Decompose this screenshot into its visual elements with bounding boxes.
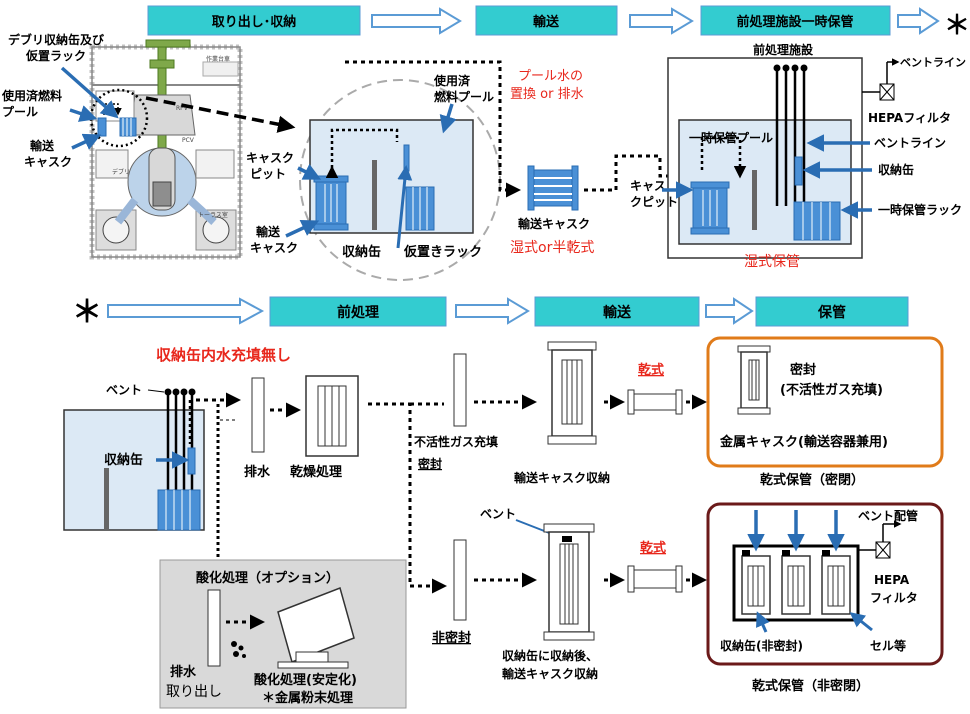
asterisk-bottom: ＊ bbox=[72, 295, 102, 330]
stage-box-transport-bottom bbox=[534, 296, 700, 327]
label-oxidation: 酸化処理（オプション） bbox=[196, 570, 339, 586]
label-facility-cask-pit: キャスクピット bbox=[630, 179, 678, 209]
label-canister-then-cask: 収納缶に収納後、輸送キャスク収納 bbox=[502, 648, 598, 681]
label-pool-transport-cask: 輸送キャスク bbox=[250, 224, 298, 255]
label-cell: セル等 bbox=[870, 638, 906, 653]
label-dry-1: 乾式 bbox=[638, 362, 664, 378]
label-canister-bottom: 収納缶 bbox=[104, 452, 143, 468]
label-pool-water: プール水の置換 or 排水 bbox=[510, 69, 584, 102]
stage-label-transport: 輸送 bbox=[533, 14, 560, 30]
stage-label-extraction: 取り出し･収納 bbox=[212, 14, 297, 30]
inert-plate bbox=[453, 353, 467, 427]
unsealed-plate bbox=[453, 539, 467, 621]
reactor-tag-rpv: RPV bbox=[176, 105, 189, 112]
label-sealed-title: 密封(不活性ガス充填) bbox=[780, 362, 883, 398]
label-facility-title: 前処理施設 bbox=[753, 42, 814, 57]
stage-box-facility bbox=[700, 5, 891, 36]
stage-label-storage: 保管 bbox=[817, 304, 846, 321]
label-transport-cask-left: 輸送キャスク bbox=[24, 138, 72, 169]
stage-arrow-2 bbox=[629, 7, 694, 35]
label-pool-canister: 収納缶 bbox=[342, 244, 381, 260]
dry-cask-1 bbox=[627, 389, 683, 415]
label-dry-process: 乾燥処理 bbox=[290, 464, 342, 480]
pretreatment-facility bbox=[667, 57, 900, 259]
label-vent-bottom: ベント bbox=[106, 383, 142, 397]
label-pool-spent-fuel: 使用済燃料プール bbox=[433, 73, 494, 104]
label-vent-piping: ベント配管 bbox=[858, 508, 918, 523]
label-wet-semi-dry: 湿式or半乾式 bbox=[510, 240, 594, 256]
label-inert-gas: 不活性ガス充填 bbox=[414, 434, 498, 449]
sealed-storage-box bbox=[706, 336, 944, 468]
stage-arrow-3 bbox=[897, 7, 940, 35]
stage-label-facility: 前処理施設一時保管 bbox=[736, 14, 853, 30]
reactor-tag-pcv: PCV bbox=[182, 137, 195, 144]
label-dry-storage-sealed: 乾式保管（密閉） bbox=[760, 472, 864, 488]
label-cask-storage: 輸送キャスク収納 bbox=[514, 470, 610, 485]
stage-arrow-1 bbox=[371, 7, 462, 35]
label-vent-2: ベント bbox=[480, 507, 516, 521]
label-no-water: 収納缶内水充填無し bbox=[156, 346, 291, 364]
label-facility-canister: 収納缶 bbox=[878, 162, 914, 177]
reactor-tag-debris: デブリ bbox=[112, 168, 130, 176]
reactor-tag-workcart: 作業台車 bbox=[206, 55, 230, 63]
label-hepa-top: HEPAフィルタ bbox=[868, 111, 951, 125]
label-wet-storage: 湿式保管 bbox=[744, 254, 800, 270]
cask-lower bbox=[543, 523, 595, 641]
stage-box-pretreat bbox=[269, 296, 447, 327]
label-vent-line-top: ベントライン bbox=[900, 56, 966, 69]
middle-transport-cask bbox=[527, 154, 695, 211]
stage-box-transport bbox=[475, 5, 618, 36]
label-canister-unsealed: 収納缶(非密封) bbox=[720, 638, 803, 653]
label-dry-storage-unsealed: 乾式保管（非密閉） bbox=[752, 678, 869, 694]
label-dry-2: 乾式 bbox=[640, 540, 666, 556]
bottom-arrow-1 bbox=[455, 297, 530, 325]
asterisk-top: ＊ bbox=[944, 11, 970, 41]
label-metal-powder: ＊金属粉末処理 bbox=[262, 690, 353, 706]
label-sealed: 密封 bbox=[418, 456, 442, 471]
oxidation-box bbox=[159, 559, 407, 709]
label-temp-rack: 仮置きラック bbox=[403, 244, 482, 260]
dry-cask-2 bbox=[627, 565, 683, 593]
bottom-arrow-0 bbox=[107, 297, 265, 325]
reactor-building: 作業台車 RPV PCV デブリ トーラス室 bbox=[89, 39, 243, 260]
label-cask-pit: キャスクピット bbox=[246, 151, 294, 181]
label-facility-temp-rack: 一時保管ラック bbox=[878, 202, 962, 217]
bottom-arrow-2 bbox=[705, 297, 754, 325]
drain-plate bbox=[251, 377, 265, 453]
label-drain: 排水 bbox=[244, 464, 271, 480]
unsealed-storage-box bbox=[706, 502, 944, 666]
label-remove: 取り出し bbox=[166, 684, 222, 700]
label-metal-cask: 金属キャスク(輸送容器兼用) bbox=[719, 434, 888, 450]
cask-upper bbox=[547, 341, 597, 445]
stage-box-extraction bbox=[147, 5, 361, 36]
label-drain-2: 排水 bbox=[170, 664, 197, 680]
bottom-stage-header: ＊ 前処理 輸送 保管 bbox=[72, 295, 909, 330]
top-stage-header: 取り出し･収納 輸送 前処理施設一時保管 ＊ bbox=[147, 5, 970, 41]
label-unsealed: 非密封 bbox=[432, 630, 471, 646]
label-temp-pool: 一時保管プール bbox=[689, 130, 773, 145]
stage-box-storage bbox=[755, 296, 909, 327]
pool-detail bbox=[299, 60, 521, 281]
zoom-arrow bbox=[145, 96, 296, 133]
reactor-tag-torus: トーラス室 bbox=[198, 211, 228, 219]
label-spent-fuel-pool: 使用済燃料プール bbox=[1, 88, 62, 119]
label-vent-line: ベントライン bbox=[874, 136, 946, 150]
label-transport-cask-mid: 輸送キャスク bbox=[518, 216, 590, 231]
stage-label-transport-bottom: 輸送 bbox=[603, 304, 632, 321]
label-oxidation-stable: 酸化処理(安定化) bbox=[254, 672, 357, 688]
stage-label-pretreat: 前処理 bbox=[337, 304, 379, 321]
dryer-canister bbox=[305, 375, 359, 457]
pretreat-pool bbox=[63, 388, 241, 560]
label-debris-rack: デブリ収納缶及び仮置ラック bbox=[8, 32, 105, 63]
